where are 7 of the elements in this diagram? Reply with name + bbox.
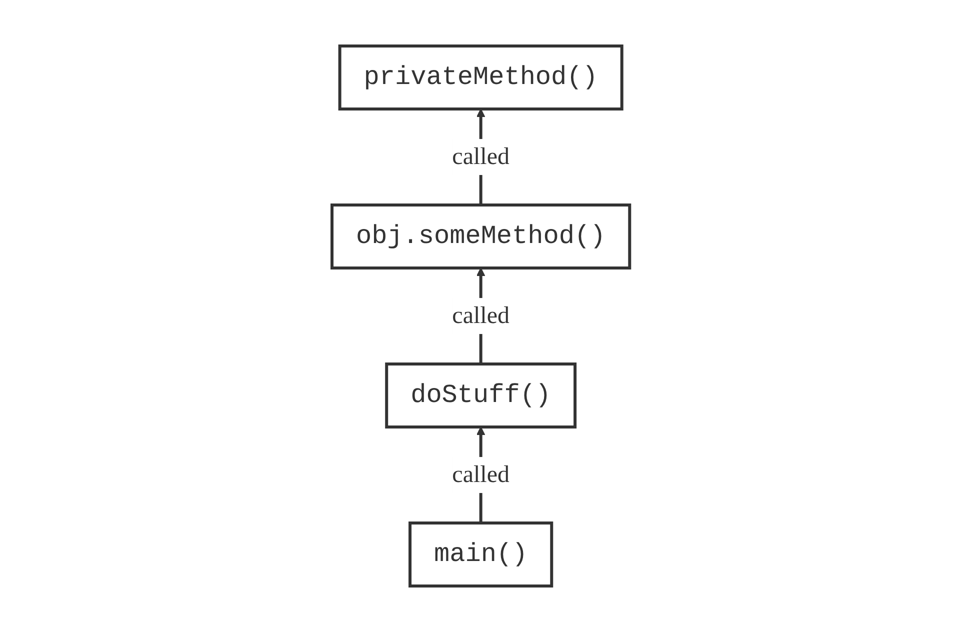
node-box: privateMethod() xyxy=(338,44,624,110)
edge-label: called xyxy=(452,144,510,170)
node-box: obj.someMethod() xyxy=(330,204,632,270)
node-box: doStuff() xyxy=(385,362,577,428)
edge-label: called xyxy=(452,462,510,488)
node-box: main() xyxy=(408,522,554,588)
edge-label: called xyxy=(452,303,510,329)
